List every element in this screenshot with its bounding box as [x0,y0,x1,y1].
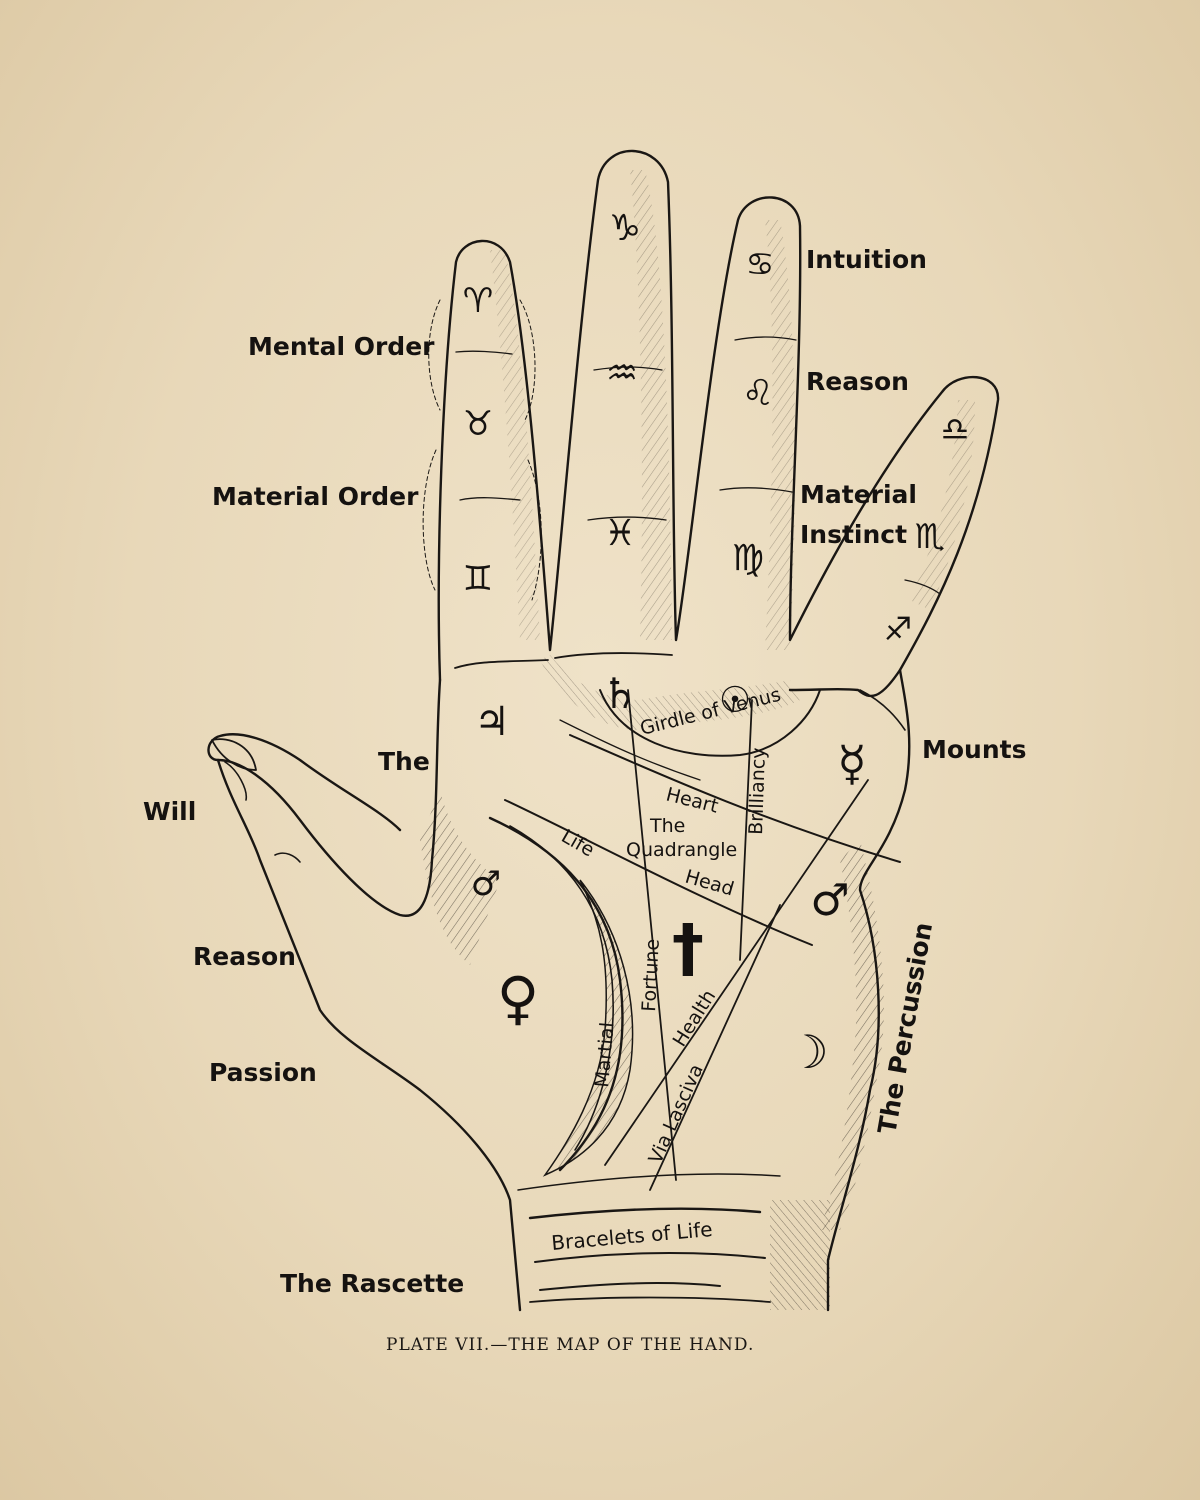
leo-icon: ♌ [742,373,774,414]
label-rascette: The Rascette [280,1269,464,1298]
dagger-icon: † [672,912,704,986]
label-material-instinct-2: Instinct [800,520,907,549]
gemini-icon: ♊ [463,559,493,599]
jupiter-icon: ♃ [474,699,510,745]
label-quadrangle-2: Quadrangle [626,839,737,861]
label-brilliancy: Brilliancy [745,747,770,835]
label-reason-left: Reason [193,942,296,971]
label-passion: Passion [209,1058,317,1087]
sagittarius-icon: ♐ [884,610,913,648]
wrist-shading [770,1200,830,1310]
hand-outline [208,151,998,1310]
moon-icon: ☽ [787,1025,828,1079]
taurus-icon: ♉ [463,404,493,444]
scorpio-icon: ♏ [915,517,945,557]
virgo-icon: ♍ [732,538,764,579]
aries-icon: ♈ [463,281,493,321]
label-heart: Heart [664,784,721,818]
label-head: Head [683,866,737,901]
label-via-lasciva: Via Lasciva [644,1061,707,1167]
saturn-icon: ♄ [601,669,639,718]
mars-upper-icon: ♂ [471,864,501,904]
inner-labels: Girdle of Venus Heart The Quadrangle Lif… [550,684,783,1255]
label-fortune: Fortune [638,938,664,1012]
venus-icon: ♀ [497,964,539,1032]
label-mounts: Mounts [922,735,1026,764]
libra-icon: ♎ [941,410,970,448]
mars-lower-icon: ♂ [810,875,849,926]
pisces-icon: ♓ [604,513,636,554]
label-reason-right: Reason [806,367,909,396]
label-mental-order: Mental Order [248,332,435,361]
label-will: Will [143,797,196,826]
label-life: Life [558,825,599,861]
label-material-order: Material Order [212,482,419,511]
mercury-icon: ☿ [837,736,866,792]
cancer-icon: ♋ [746,245,775,283]
label-the: The [378,747,430,776]
label-intuition: Intuition [806,245,927,274]
capricorn-icon: ♑ [609,208,641,249]
label-quadrangle-1: The [649,815,685,837]
label-bracelets: Bracelets of Life [550,1217,713,1255]
aquarius-icon: ♒ [606,353,638,394]
plate-caption: PLATE VII.—THE MAP OF THE HAND. [386,1335,754,1355]
label-material-instinct-1: Material [800,480,917,509]
label-health: Health [669,986,721,1051]
